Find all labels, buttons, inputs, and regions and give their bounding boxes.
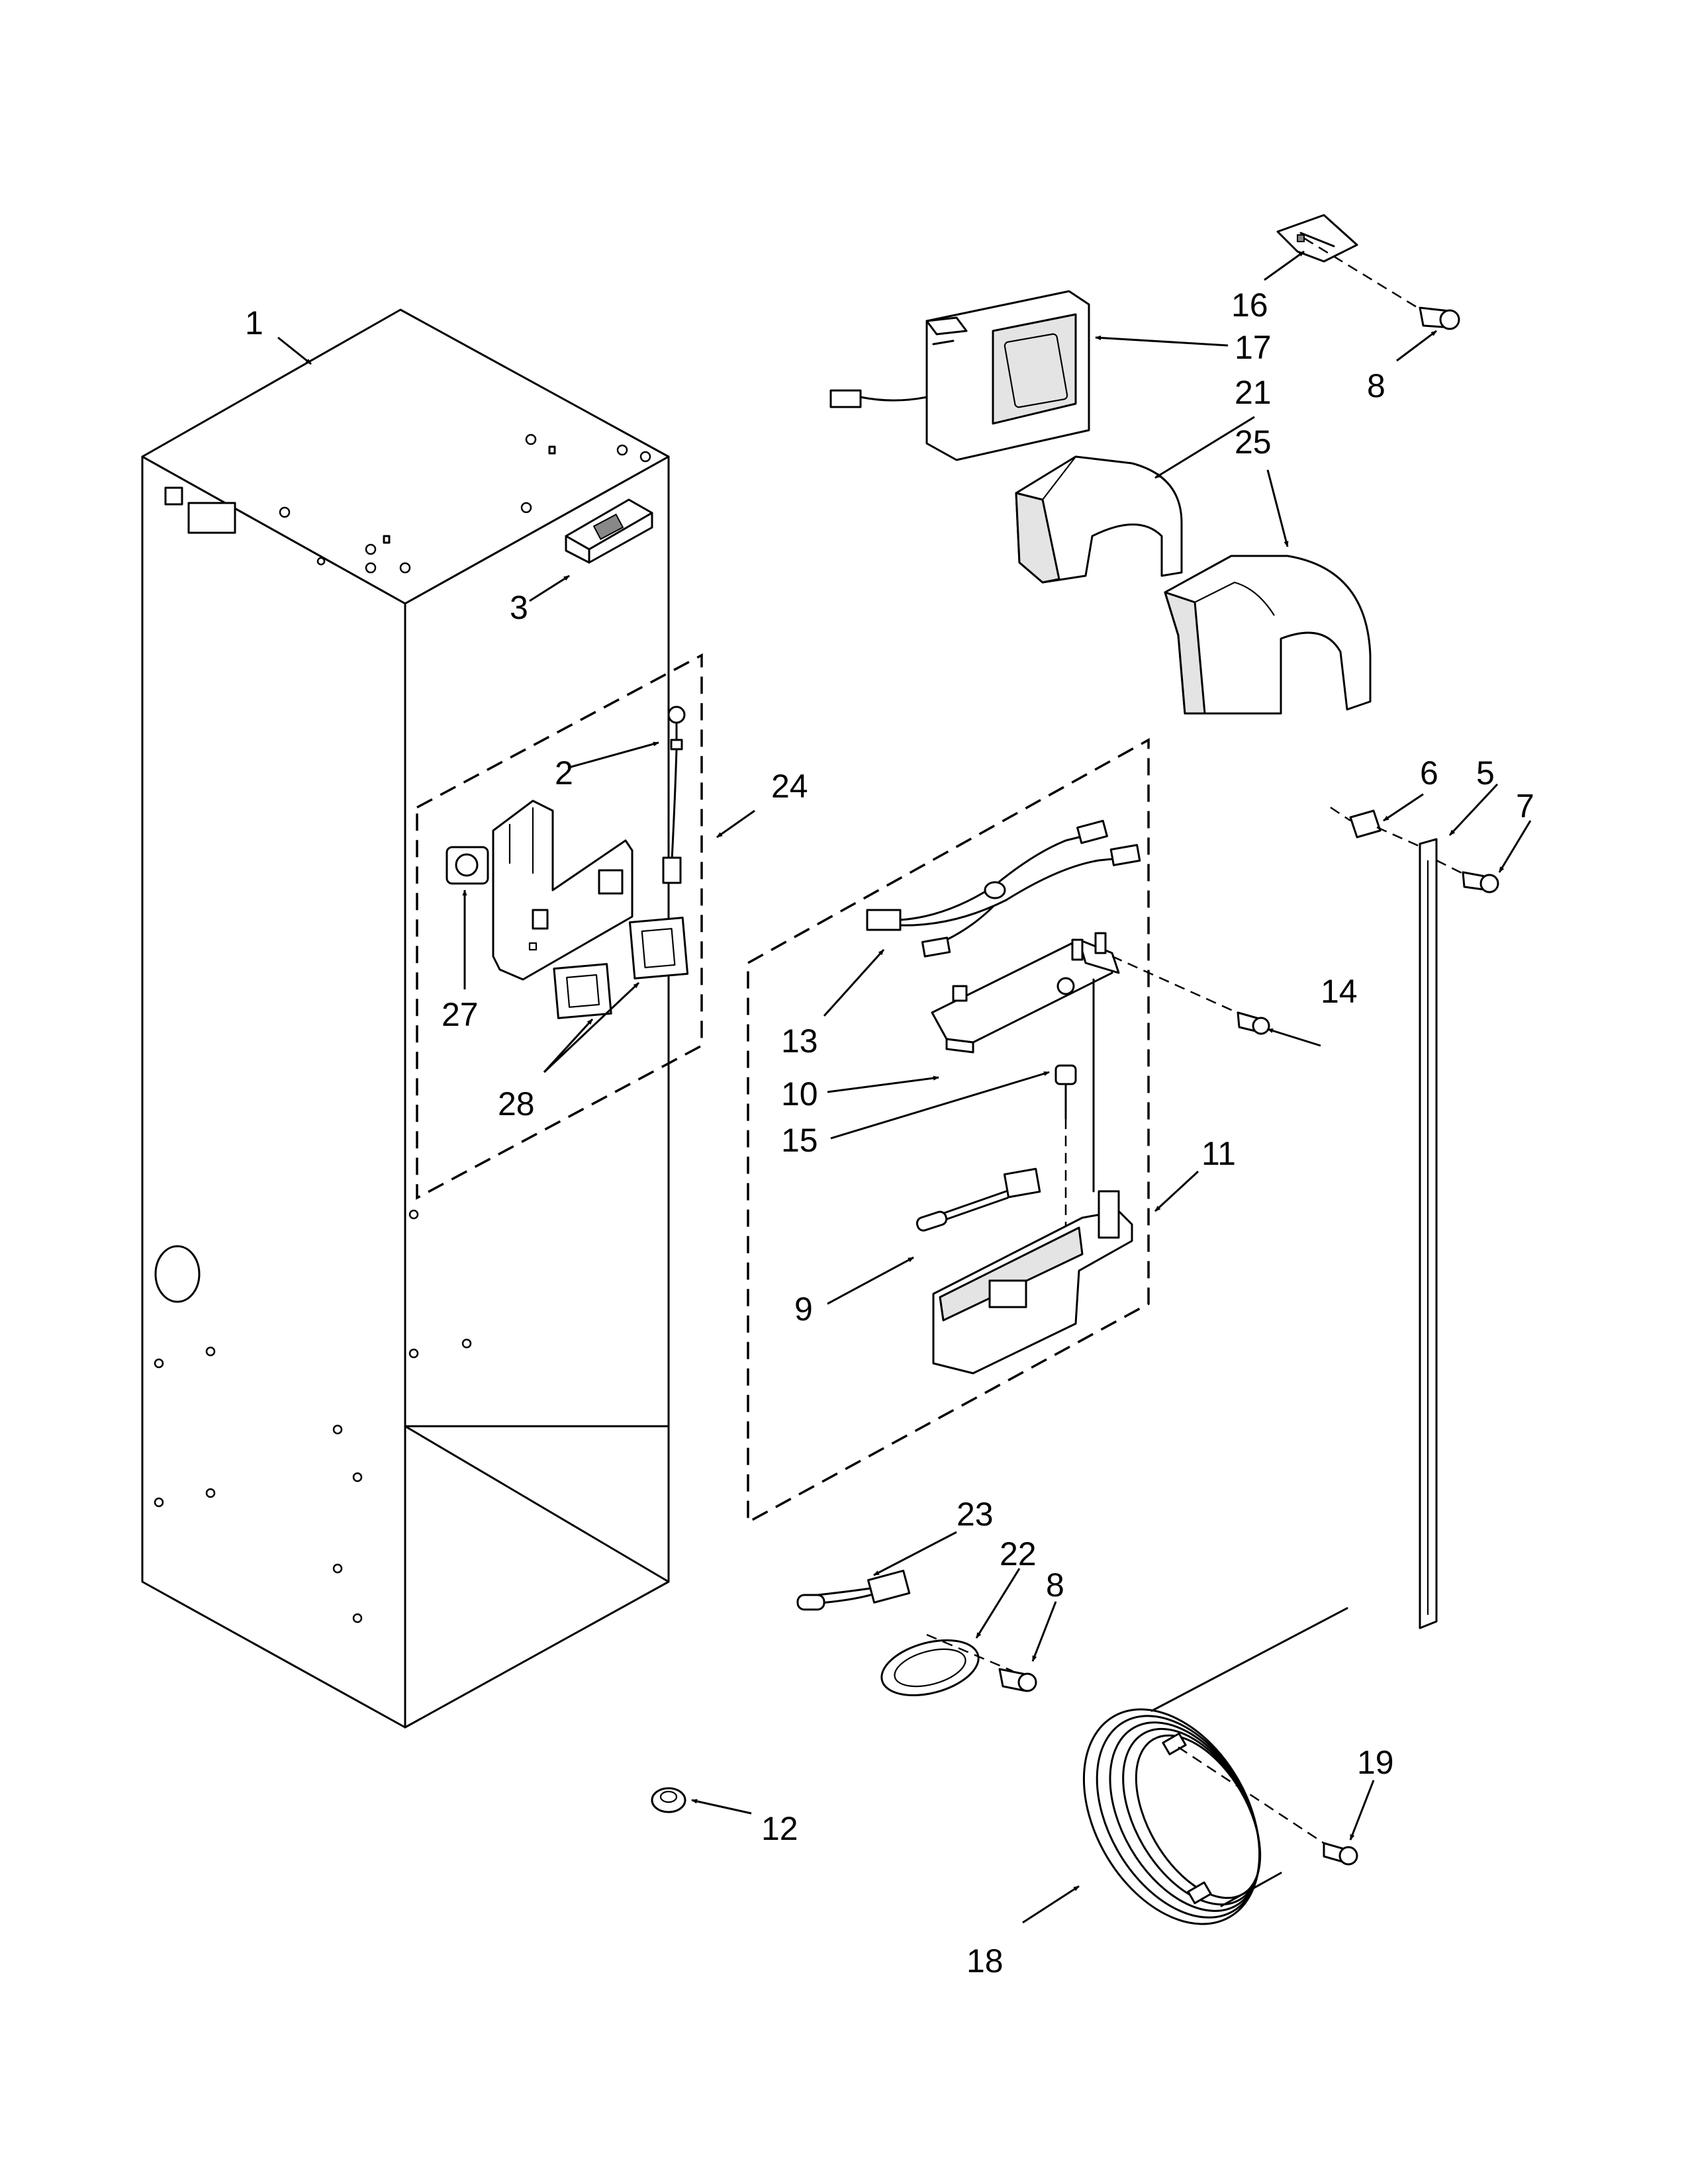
control-group-boundary [747, 738, 1150, 1524]
callout-28: 28 [498, 1085, 535, 1122]
part-12-plug [651, 1787, 686, 1813]
callout-18: 18 [966, 1942, 1004, 1979]
part-11-bracket [932, 978, 1133, 1375]
callout-6: 6 [1420, 754, 1438, 792]
callout-12: 12 [761, 1810, 798, 1847]
part-8-screw-top [1419, 306, 1460, 330]
part-9-sensor [915, 1167, 1041, 1232]
callout-2: 2 [555, 754, 573, 792]
callout-5: 5 [1476, 754, 1495, 792]
callout-22: 22 [1000, 1535, 1037, 1572]
cabinet-part-1 [141, 308, 670, 1729]
part-28-pads [553, 917, 689, 1019]
part-3-cover [565, 498, 653, 564]
part-16-clip [1276, 214, 1424, 312]
callout-19: 19 [1357, 1744, 1394, 1781]
callout-21: 21 [1235, 374, 1272, 411]
callout-11: 11 [1201, 1135, 1236, 1172]
part-18-coil [1082, 1607, 1348, 1925]
group-24-boundary [416, 653, 703, 1200]
callout-17: 17 [1235, 329, 1272, 366]
callout-8-bottom: 8 [1046, 1567, 1064, 1604]
callout-23: 23 [957, 1496, 994, 1533]
part-8-screw-bottom [998, 1668, 1037, 1692]
part-5-rail [1419, 838, 1438, 1629]
callout-7: 7 [1516, 788, 1534, 825]
part-27-grommet [445, 846, 489, 885]
part-2-wire [662, 705, 686, 884]
callout-8-top: 8 [1367, 367, 1385, 404]
callout-3: 3 [510, 589, 528, 626]
part-17-housing [829, 290, 1090, 461]
callout-10: 10 [781, 1075, 818, 1113]
callout-13: 13 [781, 1023, 818, 1060]
control-housing [492, 799, 633, 981]
callout-9: 9 [794, 1291, 813, 1328]
part-14-screw [1237, 1011, 1270, 1035]
part-25-duct [1164, 555, 1372, 715]
part-21-duct [1015, 455, 1183, 584]
part-10-cover [931, 932, 1245, 1054]
part-13-harness [866, 819, 1141, 958]
part-22-bracket [880, 1633, 1013, 1697]
leader-lines [277, 250, 1532, 1924]
callout-14: 14 [1321, 973, 1358, 1010]
part-23-sensor [796, 1569, 911, 1611]
callout-27: 27 [442, 996, 479, 1033]
part-19-screw [1323, 1842, 1358, 1866]
callout-1: 1 [245, 304, 263, 341]
callout-25: 25 [1235, 424, 1272, 461]
callout-24: 24 [771, 768, 808, 805]
callout-16: 16 [1231, 287, 1268, 324]
part-7-screw [1436, 859, 1499, 893]
callout-15: 15 [781, 1122, 818, 1159]
